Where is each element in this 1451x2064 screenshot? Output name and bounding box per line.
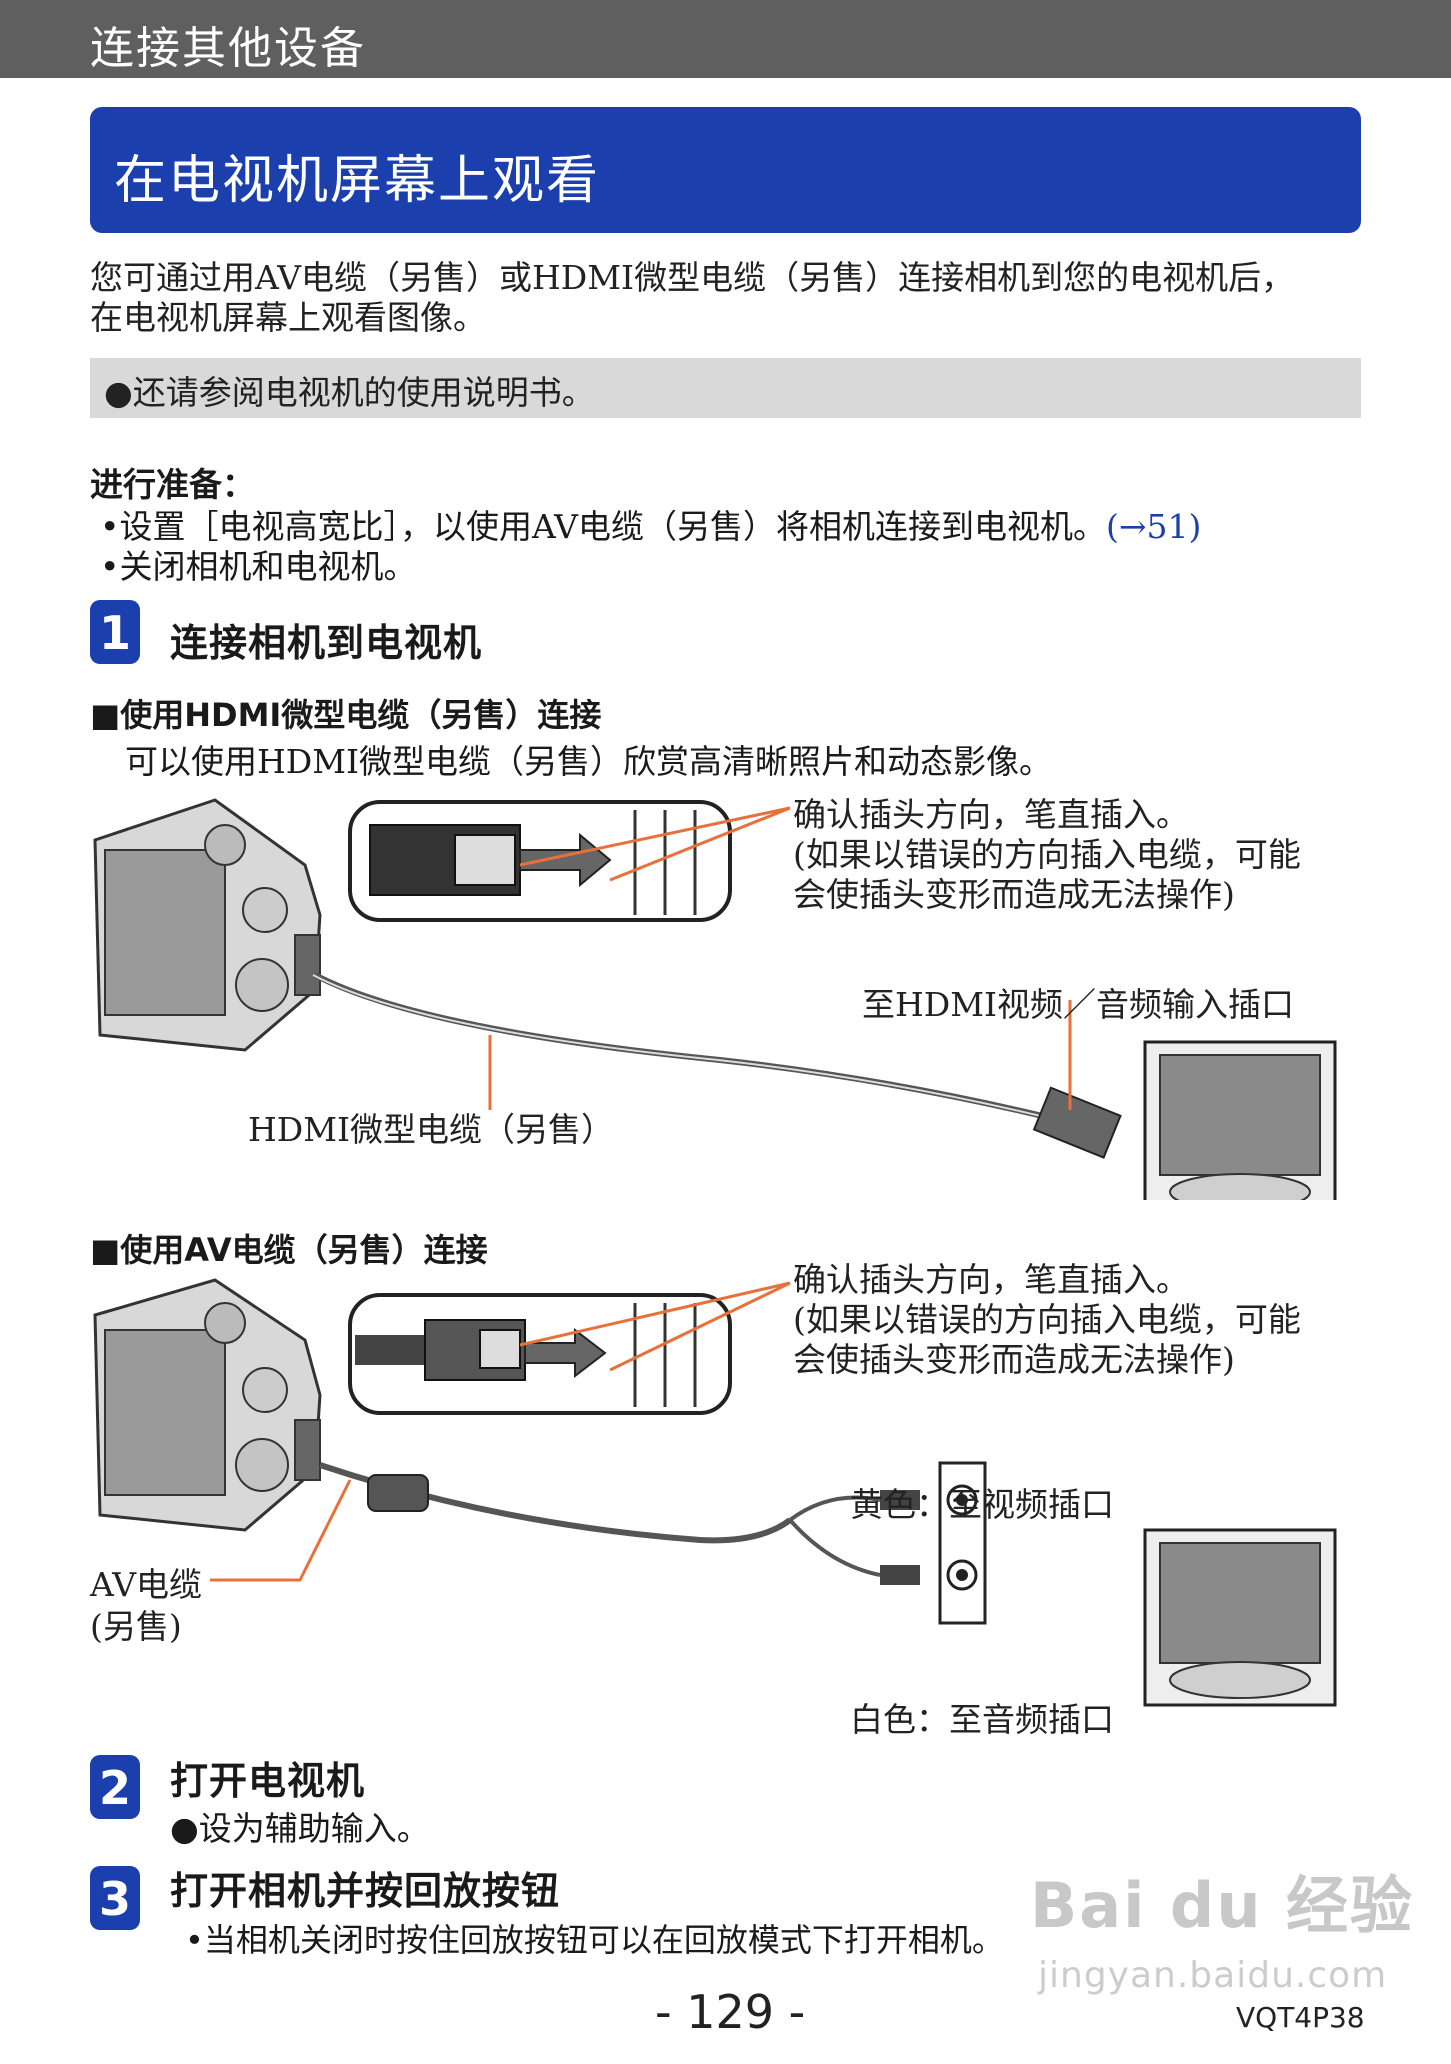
watermark-brand: Bai du 经验	[1030, 1869, 1415, 1942]
plug-zoom-inset	[348, 1293, 732, 1415]
step-3-note: •当相机关闭时按住回放按钮可以在回放模式下打开相机。	[185, 1921, 1004, 1959]
ferrite-core	[367, 1474, 429, 1512]
av-cable-label-2: (另售)	[90, 1607, 182, 1646]
title-band	[90, 107, 1361, 233]
hdmi-heading: ■使用HDMI微型电缆（另售）连接	[90, 696, 602, 734]
hdmi-tv-input-label: 至HDMI视频／音频输入插口	[862, 985, 1295, 1024]
hdmi-description: 可以使用HDMI微型电缆（另售）欣赏高清晰照片和动态影像。	[125, 742, 1053, 781]
page-reference-link[interactable]: (→51)	[1105, 507, 1202, 546]
hdmi-plug	[1032, 1086, 1122, 1159]
yellow-video-label: 黄色：至视频插口	[850, 1485, 1114, 1524]
av-jack-panel	[938, 1461, 987, 1625]
intro-line-1: 您可通过用AV电缆（另售）或HDMI微型电缆（另售）连接相机到您的电视机后，	[90, 258, 1295, 297]
white-audio-label: 白色：至音频插口	[850, 1700, 1114, 1739]
page-title: 在电视机屏幕上观看	[114, 151, 601, 211]
av-callout-line-2: (如果以错误的方向插入电缆，可能	[793, 1300, 1301, 1339]
step-2-note: ●设为辅助输入。	[170, 1809, 430, 1848]
watermark-url: jingyan.baidu.com	[1038, 1955, 1388, 1996]
preparation-heading: 进行准备：	[90, 465, 255, 504]
yellow-rca-plug	[880, 1490, 920, 1510]
step-1-badge: 1	[90, 600, 140, 664]
camera-illustration	[93, 1278, 322, 1532]
av-callout-line-3: 会使插头变形而造成无法操作)	[793, 1340, 1235, 1379]
preparation-item-1-text: •设置［电视高宽比］，以使用AV电缆（另售）将相机连接到电视机。	[100, 507, 1106, 546]
tv-illustration	[1143, 1528, 1337, 1707]
step-3-title: 打开相机并按回放按钮	[170, 1869, 561, 1913]
av-connection-diagram	[93, 1278, 1337, 1707]
preparation-item-1: •设置［电视高宽比］，以使用AV电缆（另售）将相机连接到电视机。(→51)	[100, 500, 1201, 548]
hdmi-callout-line-3: 会使插头变形而造成无法操作)	[793, 875, 1235, 914]
step-1-title: 连接相机到电视机	[170, 621, 483, 665]
preparation-item-2: •关闭相机和电视机。	[100, 547, 417, 586]
page-number: - 129 -	[655, 1985, 806, 2039]
hdmi-connection-diagram	[93, 798, 1337, 1200]
step-3-badge: 3	[90, 1866, 140, 1930]
step-2-title: 打开电视机	[170, 1759, 366, 1803]
av-heading: ■使用AV电缆（另售）连接	[90, 1231, 488, 1269]
tv-manual-note: ●还请参阅电视机的使用说明书。	[104, 373, 595, 412]
intro-line-2: 在电视机屏幕上观看图像。	[90, 298, 486, 337]
section-title: 连接其他设备	[90, 23, 366, 74]
white-rca-plug	[880, 1565, 920, 1585]
tv-illustration	[1143, 1040, 1337, 1200]
hdmi-callout-line-2: (如果以错误的方向插入电缆，可能	[793, 835, 1301, 874]
note-band	[90, 358, 1361, 418]
step-2-badge: 2	[90, 1755, 140, 1819]
av-callout-line-1: 确认插头方向，笔直插入。	[793, 1260, 1189, 1299]
hdmi-cable-label: HDMI微型电缆（另售）	[248, 1110, 615, 1149]
av-cable-label-1: AV电缆	[90, 1565, 203, 1604]
hdmi-callout-line-1: 确认插头方向，笔直插入。	[793, 795, 1189, 834]
camera-illustration	[93, 798, 322, 1052]
header-bar	[0, 0, 1451, 78]
document-code: VQT4P38	[1236, 2001, 1365, 2034]
